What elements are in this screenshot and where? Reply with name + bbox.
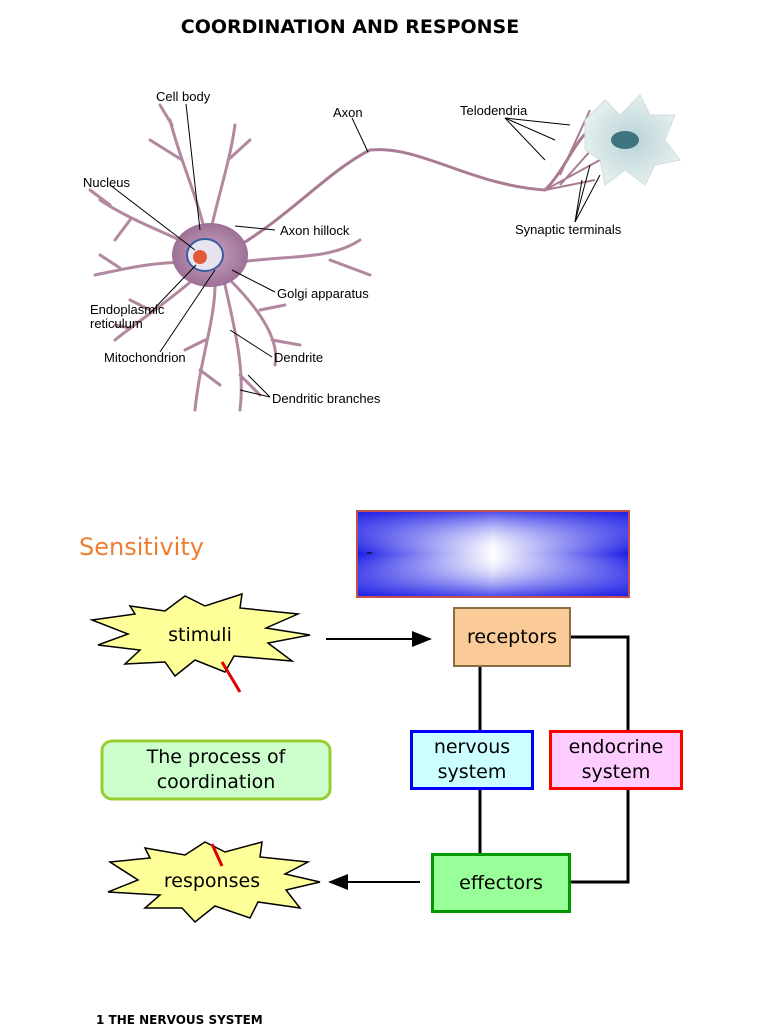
sensitivity-heading: Sensitivity	[79, 533, 204, 561]
endocrine-line2: system	[581, 761, 651, 783]
nervous-line1: nervous	[433, 736, 511, 759]
label-cell-body: Cell body	[156, 89, 211, 104]
label-axon-hillock: Axon hillock	[280, 223, 350, 238]
label-er-1: Endoplasmic	[90, 302, 165, 317]
label-mitochondrion: Mitochondrion	[104, 350, 186, 365]
neuron-diagram: Cell body Axon Telodendria Nucleus Axon …	[83, 89, 681, 412]
label-telodendria: Telodendria	[460, 103, 528, 118]
process-of-coordination-box: The process of coordination	[102, 741, 330, 799]
axon	[239, 128, 591, 247]
stimuli-red-mark	[220, 661, 242, 693]
responses-star	[107, 840, 321, 924]
gradient-banner	[356, 510, 630, 598]
process-line2: coordination	[156, 771, 276, 793]
effectors-box: effectors	[431, 853, 571, 913]
label-dendritic-branches: Dendritic branches	[272, 391, 381, 406]
stimuli-star	[89, 592, 311, 678]
responses-label: responses	[163, 869, 261, 892]
label-golgi: Golgi apparatus	[277, 286, 369, 301]
label-axon: Axon	[333, 105, 363, 120]
endocrine-line1: endocrine	[568, 736, 664, 759]
receptors-to-endocrine-line	[571, 635, 630, 730]
label-dendrite: Dendrite	[274, 350, 323, 365]
page-title: COORDINATION AND RESPONSE	[180, 16, 520, 38]
stimuli-label: stimuli	[168, 623, 232, 646]
endocrine-to-effectors-line	[571, 790, 630, 884]
label-er-2: reticulum	[90, 316, 143, 331]
dendrites	[88, 103, 372, 412]
receptors-box: receptors	[453, 607, 571, 667]
section-heading: 1 THE NERVOUS SYSTEM	[96, 1013, 263, 1027]
label-synaptic-terminals: Synaptic terminals	[515, 222, 622, 237]
nervous-line2: system	[437, 761, 507, 783]
nervous-system-box: nervous system	[410, 730, 534, 790]
process-line1: The process of	[146, 746, 286, 769]
responses-red-mark	[210, 843, 224, 867]
label-nucleus: Nucleus	[83, 175, 130, 190]
endocrine-system-box: endocrine system	[549, 730, 683, 790]
banner-dash: –	[366, 545, 373, 561]
